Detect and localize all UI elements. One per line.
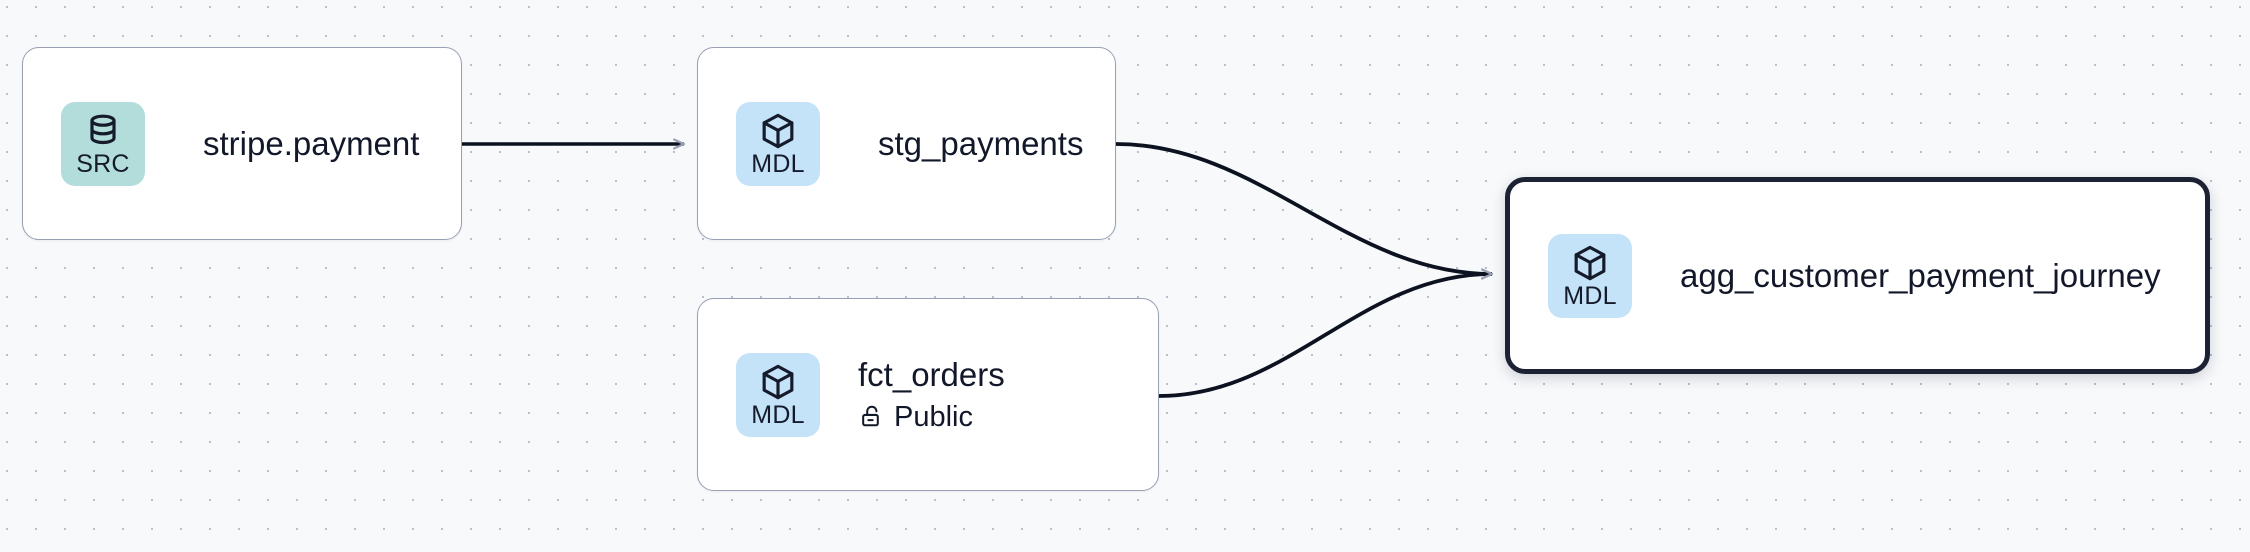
node-fct-orders[interactable]: MDL fct_orders Public (697, 298, 1159, 491)
model-badge: MDL (1548, 233, 1632, 318)
unlock-icon (862, 405, 879, 427)
node-title: stripe.payment (203, 124, 420, 162)
node-title: agg_customer_payment_journey (1680, 256, 2161, 294)
source-badge-label: SRC (76, 149, 130, 178)
model-badge-label: MDL (751, 149, 805, 178)
model-badge-label: MDL (1563, 281, 1617, 310)
cube-icon (762, 113, 794, 148)
node-labels: stripe.payment (203, 124, 419, 164)
node-title: stg_payments (878, 124, 1084, 162)
cube-icon (762, 364, 794, 399)
model-badge: MDL (736, 352, 820, 437)
node-labels: fct_orders Public (858, 355, 1005, 435)
node-stg-payments[interactable]: MDL stg_payments (697, 47, 1116, 240)
node-visibility: Public (858, 399, 1005, 435)
edge-stg-to-agg (1115, 142, 1492, 274)
node-stripe-payment[interactable]: SRC stripe.payment (22, 47, 462, 240)
edge-fct-to-agg (1158, 274, 1492, 398)
node-visibility-label: Public (894, 400, 973, 433)
node-labels: agg_customer_payment_journey (1680, 256, 2161, 296)
node-agg-customer-payment-journey[interactable]: MDL agg_customer_payment_journey (1505, 177, 2210, 374)
source-badge: SRC (61, 101, 145, 186)
cube-icon (1574, 245, 1606, 280)
node-labels: stg_payments (878, 124, 1083, 164)
database-icon (90, 114, 116, 144)
model-badge-label: MDL (751, 400, 805, 429)
model-badge: MDL (736, 101, 820, 186)
node-title: fct_orders (858, 355, 1005, 393)
